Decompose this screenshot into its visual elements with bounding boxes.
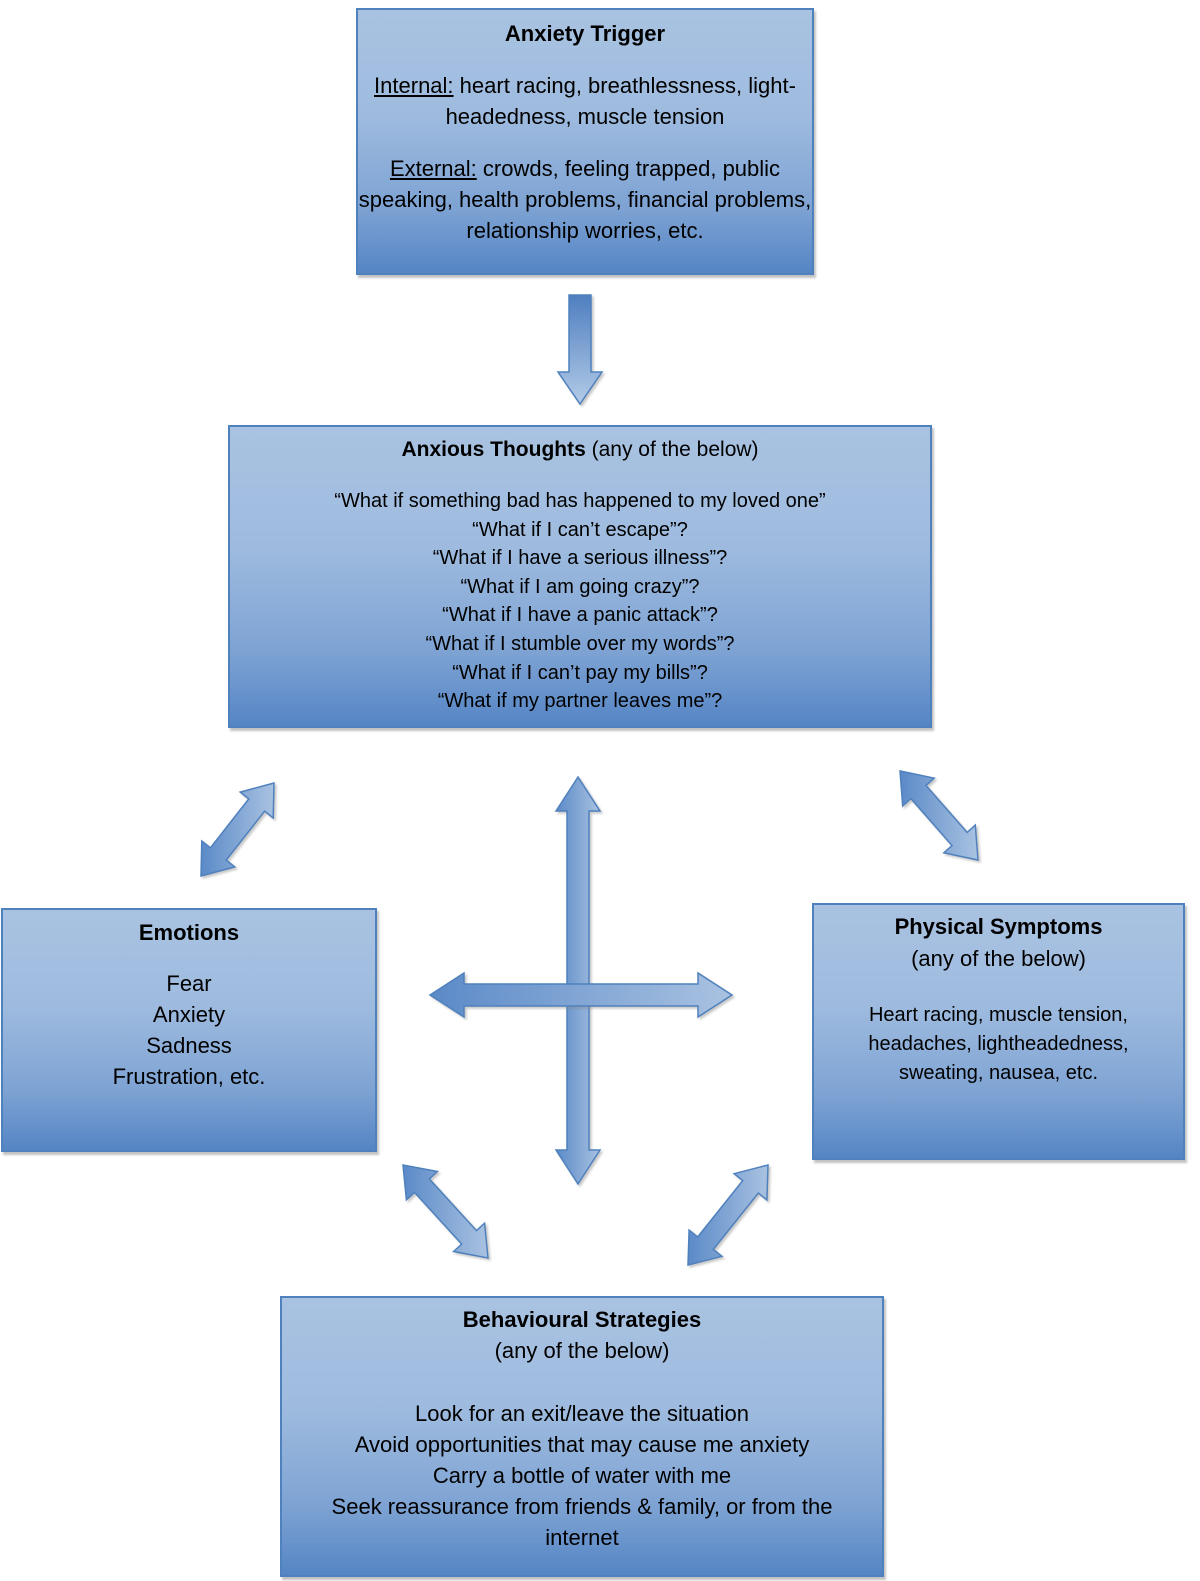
double-arrow-horizontal-icon [428, 971, 734, 1019]
thought-item: “What if I am going crazy”? [460, 575, 700, 598]
trigger-internal: Internal: heart racing, breathlessness, … [358, 70, 812, 132]
physical-text: Heart racing, muscle tension, headaches,… [868, 1004, 1129, 1084]
down-arrow-icon [556, 294, 604, 406]
behavioural-list: Look for an exit/leave the situation Avo… [282, 1398, 882, 1553]
trigger-title: Anxiety Trigger [504, 21, 666, 46]
strategy-item: Seek reassurance from friends & family, … [331, 1494, 833, 1550]
emotions-title: Emotions [138, 920, 240, 945]
physical-subtitle: (any of the below) [911, 946, 1086, 971]
thought-item: “What if something bad has happened to m… [334, 490, 826, 512]
double-arrow-emotions-behavioural-icon [402, 1164, 489, 1259]
external-text: crowds, feeling trapped, public speaking… [358, 156, 812, 243]
strategy-item: Avoid opportunities that may cause me an… [354, 1432, 810, 1457]
internal-label: Internal: [374, 73, 454, 98]
behavioural-strategies-box: Behavioural Strategies (any of the below… [280, 1296, 884, 1577]
anxiety-trigger-box: Anxiety Trigger Internal: heart racing, … [356, 8, 814, 275]
double-arrow-physical-behavioural-icon [687, 1164, 769, 1266]
anxious-thoughts-box: Anxious Thoughts (any of the below) “Wha… [228, 425, 932, 728]
thoughts-subtitle: (any of the below) [585, 438, 759, 461]
internal-text: heart racing, breathlessness, light-head… [445, 73, 796, 129]
thought-item: “What if I can’t escape”? [472, 518, 688, 541]
thought-item: “What if my partner leaves me”? [437, 690, 723, 713]
thought-item: “What if I have a serious illness”? [432, 547, 728, 570]
external-label: External: [389, 156, 477, 181]
trigger-external: External: crowds, feeling trapped, publi… [358, 153, 812, 246]
thought-item: “What if I stumble over my words”? [425, 632, 735, 655]
double-arrow-thoughts-physical-icon [899, 770, 979, 861]
thoughts-title: Anxious Thoughts [401, 438, 586, 461]
emotion-item: Sadness [146, 1033, 232, 1058]
thought-item: “What if I have a panic attack”? [442, 604, 718, 627]
emotions-box: Emotions Fear Anxiety Sadness Frustratio… [1, 908, 377, 1152]
strategy-item: Carry a bottle of water with me [432, 1463, 732, 1488]
emotion-item: Anxiety [152, 1002, 226, 1027]
physical-title: Physical Symptoms [894, 914, 1103, 939]
behavioural-subtitle: (any of the below) [494, 1338, 670, 1363]
physical-symptoms-box: Physical Symptoms (any of the below) Hea… [812, 903, 1185, 1160]
behavioural-title: Behavioural Strategies [462, 1307, 702, 1332]
emotion-item: Fear [166, 971, 212, 996]
emotion-item: Frustration, etc. [112, 1064, 266, 1089]
thoughts-list: “What if something bad has happened to m… [230, 487, 930, 716]
strategy-item: Look for an exit/leave the situation [415, 1401, 749, 1426]
double-arrow-thoughts-emotions-icon [200, 782, 275, 877]
double-arrow-vertical-icon [554, 775, 602, 1186]
emotions-list: Fear Anxiety Sadness Frustration, etc. [3, 968, 375, 1092]
thought-item: “What if I can’t pay my bills”? [452, 661, 708, 684]
thoughts-title-line: Anxious Thoughts (any of the below) [230, 435, 930, 465]
